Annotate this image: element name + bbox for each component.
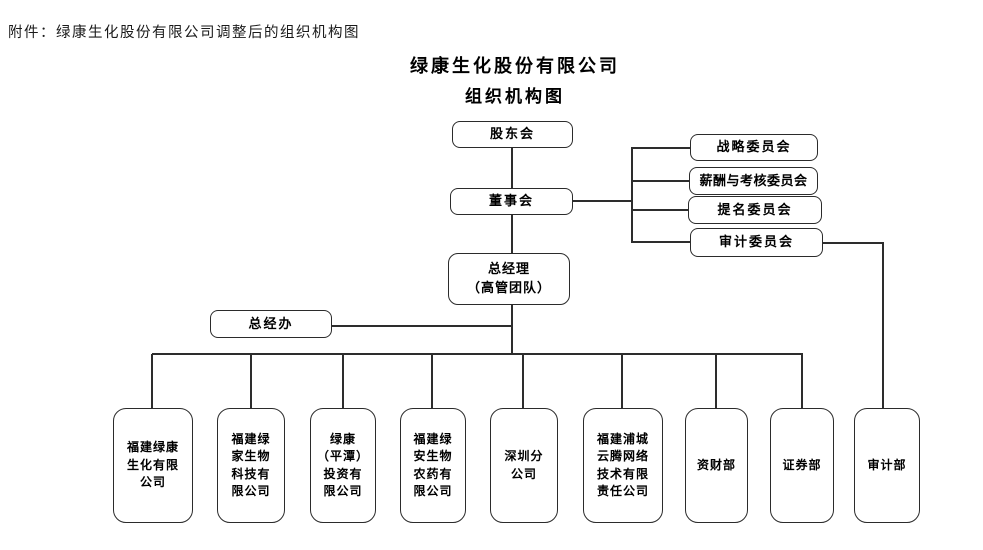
node-fujian-lvjia-biotech: 福建绿 家生物 科技有 限公司: [217, 408, 285, 523]
node-label: 绿康 （平潭） 投资有 限公司: [316, 431, 369, 498]
connector-drop-3: [342, 354, 344, 408]
node-label: 证券部: [782, 457, 822, 472]
node-securities-dept: 证券部: [770, 408, 834, 523]
node-committee-audit: 审计委员会: [690, 228, 823, 257]
node-label: 资财部: [696, 457, 736, 472]
connector-drop-2: [250, 354, 252, 408]
connector-main-horizontal: [152, 353, 803, 355]
node-general-manager: 总经理 （高管团队）: [448, 253, 570, 305]
node-label: 总经理 （高管团队）: [466, 261, 551, 295]
node-label: 深圳分 公司: [504, 449, 544, 481]
node-label: 福建浦城 云腾网络 技术有限 责任公司: [596, 431, 649, 498]
chart-title-line2: 组织机构图: [465, 87, 565, 106]
attachment-note: 附件：绿康生化股份有限公司调整后的组织机构图: [8, 25, 360, 41]
connector-shareholders-board: [511, 148, 513, 188]
connector-branch-strategy: [632, 147, 690, 149]
node-label: 福建绿康 生化有限 公司: [126, 440, 179, 490]
node-label: 审计委员会: [718, 234, 794, 250]
node-label: 审计部: [867, 457, 907, 472]
connector-auditcommittee-auditdept-h: [823, 242, 883, 244]
node-label: 薪酬与考核委员会: [699, 172, 808, 188]
node-label: 总经办: [248, 315, 294, 331]
node-label: 福建绿 家生物 科技有 限公司: [231, 431, 271, 498]
node-lvkang-pingtan-investment: 绿康 （平潭） 投资有 限公司: [310, 408, 376, 523]
node-finance-dept: 资财部: [685, 408, 748, 523]
connector-drop-5: [522, 354, 524, 408]
node-fujian-lvan-biopesticide: 福建绿 安生物 农药有 限公司: [400, 408, 466, 523]
node-committee-nomination: 提名委员会: [688, 196, 822, 224]
node-committee-remuneration-appraisal: 薪酬与考核委员会: [689, 167, 818, 195]
node-board-of-directors: 董事会: [450, 188, 573, 215]
node-label: 提名委员会: [717, 201, 793, 217]
node-label: 战略委员会: [716, 139, 792, 155]
connector-board-gm: [511, 215, 513, 253]
node-shareholders-meeting: 股东会: [452, 121, 573, 148]
connector-board-committees: [573, 200, 632, 202]
connector-gm-mainline: [511, 305, 513, 354]
connector-auditcommittee-auditdept-v: [882, 242, 884, 408]
node-shenzhen-branch: 深圳分 公司: [490, 408, 558, 523]
node-audit-dept: 审计部: [854, 408, 920, 523]
connector-drop-4: [431, 354, 433, 408]
connector-committee-trunk: [631, 147, 633, 243]
node-label: 股东会: [489, 126, 535, 142]
node-committee-strategy: 战略委员会: [690, 134, 818, 161]
connector-branch-nomination: [632, 209, 690, 211]
connector-branch-audit-committee: [632, 241, 690, 243]
connector-gm-office: [332, 325, 513, 327]
connector-drop-8: [801, 354, 803, 408]
node-gm-office: 总经办: [210, 310, 332, 338]
node-fujian-lvkang-biochem: 福建绿康 生化有限 公司: [113, 408, 193, 523]
node-fujian-pucheng-yunteng-network: 福建浦城 云腾网络 技术有限 责任公司: [583, 408, 663, 523]
connector-branch-remuneration: [632, 180, 690, 182]
node-label: 董事会: [488, 193, 534, 209]
connector-drop-7: [715, 354, 717, 408]
connector-drop-6: [621, 354, 623, 408]
chart-title-line1: 绿康生化股份有限公司: [410, 56, 620, 76]
node-label: 福建绿 安生物 农药有 限公司: [413, 431, 453, 498]
connector-drop-1: [151, 354, 153, 408]
